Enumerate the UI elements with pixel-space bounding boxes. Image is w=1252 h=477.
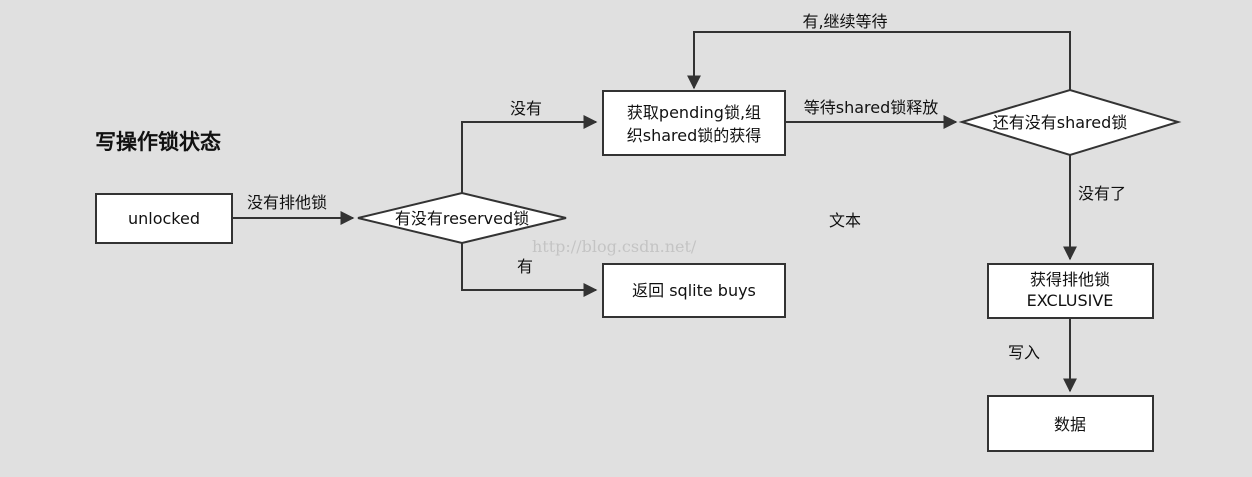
watermark-text: http://blog.csdn.net/ xyxy=(532,237,697,256)
node-pending: 获取pending锁,组 织shared锁的获得 xyxy=(602,90,786,156)
node-reserved-check: 有没有reserved锁 xyxy=(357,191,567,245)
node-exclusive-label-line1: 获得排他锁 xyxy=(1030,270,1110,289)
node-shared-diamond xyxy=(958,88,1182,157)
edge-label-write-in: 写入 xyxy=(1008,343,1040,362)
diagram-title: 写操作锁状态 xyxy=(95,130,221,154)
edge-label-no-exclusive: 没有排他锁 xyxy=(247,193,327,212)
node-shared-check: 还有没有shared锁 xyxy=(958,88,1182,157)
node-reserved-label: 有没有reserved锁 xyxy=(395,209,529,228)
node-pending-label-line2: 织shared锁的获得 xyxy=(627,126,762,145)
node-reserved-diamond xyxy=(357,191,567,245)
node-data-label: 数据 xyxy=(1054,415,1086,434)
edge-shared-loop-back xyxy=(687,31,1071,90)
node-data: 数据 xyxy=(987,395,1154,452)
node-exclusive: 获得排他锁 EXCLUSIVE xyxy=(987,263,1154,319)
edge-label-no: 没有 xyxy=(510,99,542,118)
node-unlocked: unlocked xyxy=(95,193,233,244)
connectors xyxy=(232,31,1077,393)
edge-reserved-to-pending xyxy=(461,115,598,193)
floating-text-label: 文本 xyxy=(829,211,861,230)
node-shared-label: 还有没有shared锁 xyxy=(993,113,1128,132)
node-data-box xyxy=(987,395,1154,452)
node-unlocked-label: unlocked xyxy=(128,209,200,228)
edge-label-yes: 有 xyxy=(517,257,533,276)
node-pending-label-line1: 获取pending锁,组 xyxy=(627,103,761,122)
edge-reserved-to-busy xyxy=(461,243,598,297)
node-return-busy-box xyxy=(602,263,786,318)
node-return-busy: 返回 sqlite buys xyxy=(602,263,786,318)
node-exclusive-label-line2: EXCLUSIVE xyxy=(1027,291,1114,310)
edge-label-wait-shared-release: 等待shared锁释放 xyxy=(804,98,939,117)
edge-label-yes-continue-wait: 有,继续等待 xyxy=(802,12,887,31)
node-return-busy-label: 返回 sqlite buys xyxy=(632,281,756,300)
node-unlocked-box xyxy=(95,193,233,244)
edge-label-none-left: 没有了 xyxy=(1078,184,1126,203)
node-pending-box xyxy=(602,90,786,156)
node-exclusive-box xyxy=(987,263,1154,319)
